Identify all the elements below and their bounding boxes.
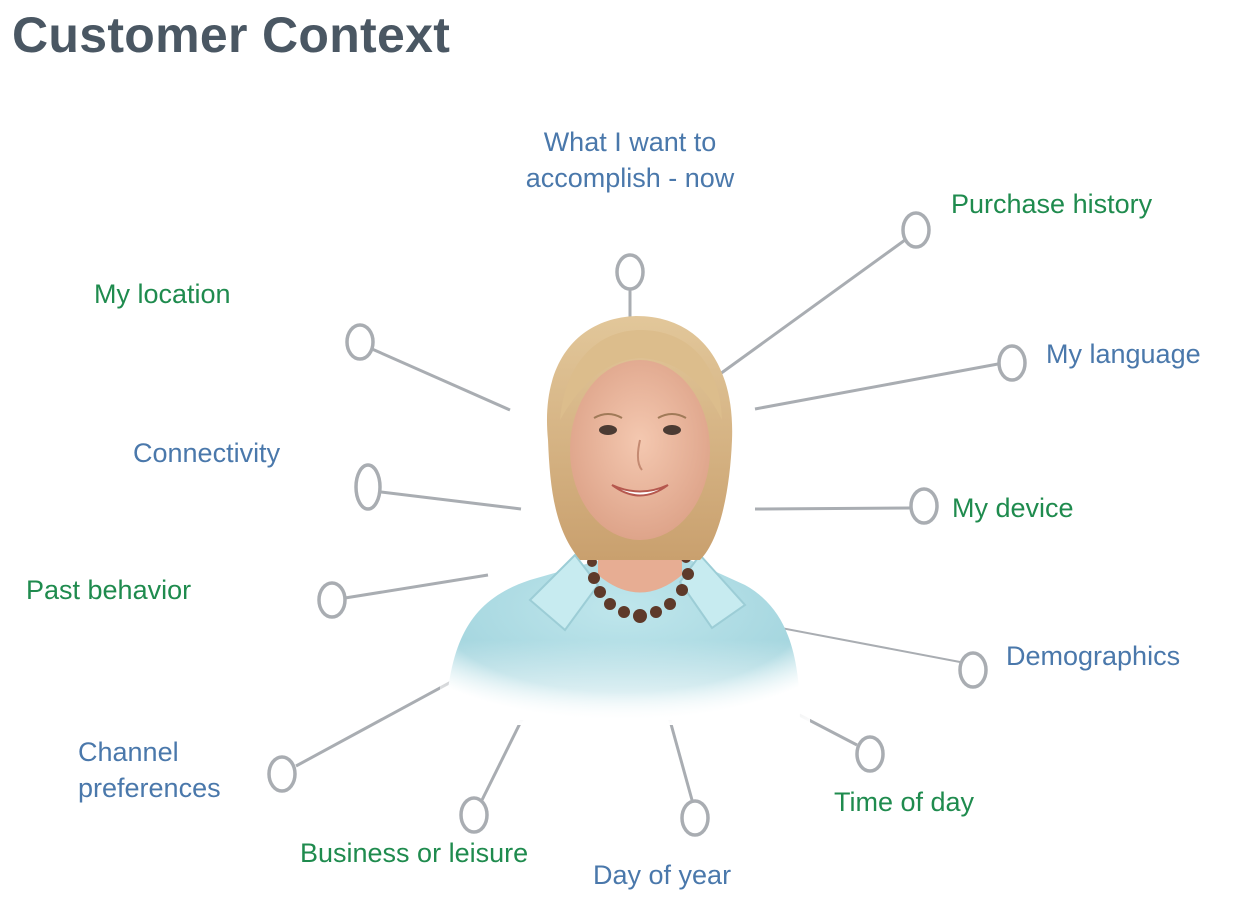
connector-my-device [754, 506, 911, 511]
customer-portrait [440, 316, 810, 725]
node-time-of-day [855, 735, 885, 773]
label-connectivity: Connectivity [133, 438, 281, 468]
connector-my-language [754, 362, 999, 411]
label-time-of-day: Time of day [834, 787, 975, 817]
connector-past-behavior [344, 573, 489, 600]
node-channel-preferences [267, 755, 297, 793]
page-title: Customer Context [12, 7, 451, 63]
node-my-language [997, 344, 1027, 382]
label-past-behavior: Past behavior [26, 575, 192, 605]
label-business-or-leisure: Business or leisure [300, 838, 529, 868]
node-business-or-leisure [459, 796, 489, 834]
label-purchase-history: Purchase history [951, 189, 1153, 219]
label-my-location: My location [94, 279, 231, 309]
node-purchase-history [901, 211, 931, 249]
connector-my-location [371, 347, 511, 412]
label-channel-preferences-text: Channel preferences [78, 737, 221, 803]
connector-demographics [759, 623, 961, 663]
connector-purchase-history [719, 238, 906, 376]
label-my-language: My language [1046, 339, 1201, 369]
node-what-i-want [615, 253, 645, 291]
label-day-of-year: Day of year [593, 860, 732, 890]
node-my-device [909, 487, 939, 525]
connector-connectivity [380, 490, 522, 511]
node-connectivity [354, 463, 382, 511]
label-what-i-want-text: What I want to accomplish - now [525, 127, 735, 193]
label-my-device: My device [952, 493, 1074, 523]
node-demographics [958, 651, 988, 689]
label-what-i-want: What I want to accomplish - now [500, 124, 760, 196]
label-demographics: Demographics [1006, 641, 1181, 671]
node-day-of-year [680, 799, 710, 837]
node-past-behavior [317, 581, 347, 619]
label-channel-preferences: Channel preferences [78, 734, 221, 806]
connector-nodes [267, 211, 1027, 837]
node-my-location [345, 323, 375, 361]
